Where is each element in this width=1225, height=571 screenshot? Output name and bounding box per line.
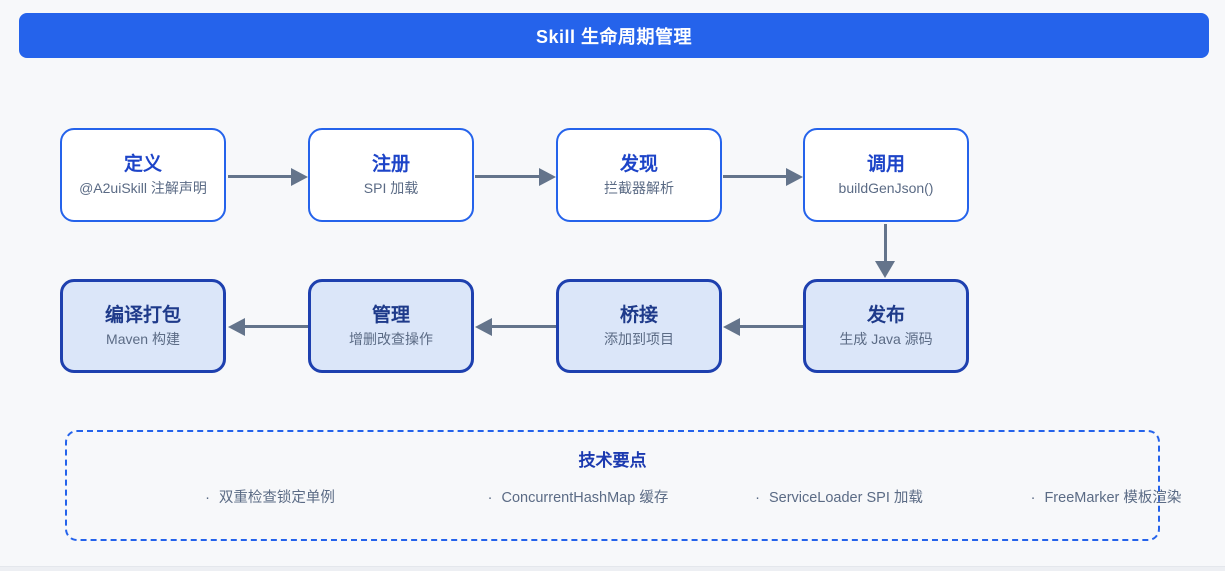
flow-node-build-package: 编译打包 Maven 构建 bbox=[60, 279, 226, 373]
tech-point-label: 双重检查锁定单例 bbox=[218, 490, 335, 506]
arrow-left-icon bbox=[723, 318, 740, 336]
flow-node-invoke: 调用 buildGenJson() bbox=[803, 128, 969, 222]
bullet-dot-icon: · bbox=[487, 490, 493, 506]
node-title: 发现 bbox=[619, 154, 658, 175]
node-subtitle: buildGenJson() bbox=[838, 180, 934, 196]
bullet-dot-icon: · bbox=[755, 490, 760, 506]
tech-point-item: · ConcurrentHashMap 缓存 bbox=[488, 486, 669, 507]
arrow-left-icon bbox=[228, 318, 245, 336]
node-subtitle: 拦截器解析 bbox=[604, 180, 674, 196]
bullet-dot-icon: · bbox=[205, 490, 210, 506]
tech-points-title: 技术要点 bbox=[578, 451, 647, 470]
node-title: 发布 bbox=[866, 305, 905, 326]
arrow-right-icon bbox=[291, 168, 308, 186]
arrow-left-icon bbox=[475, 318, 492, 336]
diagram-title-banner: Skill 生命周期管理 bbox=[19, 13, 1209, 58]
arrow-right-icon bbox=[786, 168, 803, 186]
tech-point-item: · ServiceLoader SPI 加载 bbox=[755, 486, 923, 507]
node-title: 编译打包 bbox=[104, 305, 181, 326]
flow-node-publish: 发布 生成 Java 源码 bbox=[803, 279, 969, 373]
flow-node-bridge: 桥接 添加到项目 bbox=[556, 279, 722, 373]
flow-node-discover: 发现 拦截器解析 bbox=[556, 128, 722, 222]
tech-point-label: FreeMarker 模板渲染 bbox=[1044, 490, 1182, 506]
node-subtitle: 生成 Java 源码 bbox=[839, 331, 933, 347]
diagram-title: Skill 生命周期管理 bbox=[535, 26, 693, 47]
node-subtitle: 增删改查操作 bbox=[349, 331, 433, 347]
arrow-line bbox=[244, 325, 308, 328]
node-title: 管理 bbox=[371, 305, 410, 326]
tech-point-label: ConcurrentHashMap 缓存 bbox=[501, 490, 669, 506]
tech-point-item: · FreeMarker 模板渲染 bbox=[1031, 486, 1182, 507]
arrow-line bbox=[723, 175, 787, 178]
arrow-line bbox=[884, 224, 887, 262]
tech-point-item: · 双重检查锁定单例 bbox=[205, 486, 335, 507]
flow-node-register: 注册 SPI 加载 bbox=[308, 128, 474, 222]
arrow-down-icon bbox=[875, 261, 895, 278]
node-title: 定义 bbox=[123, 154, 162, 175]
arrow-line bbox=[739, 325, 803, 328]
bullet-dot-icon: · bbox=[1030, 490, 1036, 506]
arrow-right-icon bbox=[539, 168, 556, 186]
node-title: 注册 bbox=[371, 154, 410, 175]
node-subtitle: SPI 加载 bbox=[363, 180, 419, 196]
arrow-line bbox=[475, 175, 540, 178]
arrow-line bbox=[228, 175, 292, 178]
tech-points-panel bbox=[65, 430, 1160, 541]
flow-node-manage: 管理 增删改查操作 bbox=[308, 279, 474, 373]
node-subtitle: Maven 构建 bbox=[106, 331, 180, 347]
node-subtitle: @A2uiSkill 注解声明 bbox=[79, 180, 207, 196]
tech-point-label: ServiceLoader SPI 加载 bbox=[768, 490, 923, 506]
node-title: 桥接 bbox=[619, 305, 658, 326]
node-title: 调用 bbox=[866, 154, 905, 175]
flow-node-define: 定义 @A2uiSkill 注解声明 bbox=[60, 128, 226, 222]
page-bottom-edge bbox=[0, 566, 1225, 571]
arrow-line bbox=[491, 325, 556, 328]
node-subtitle: 添加到项目 bbox=[604, 331, 674, 347]
